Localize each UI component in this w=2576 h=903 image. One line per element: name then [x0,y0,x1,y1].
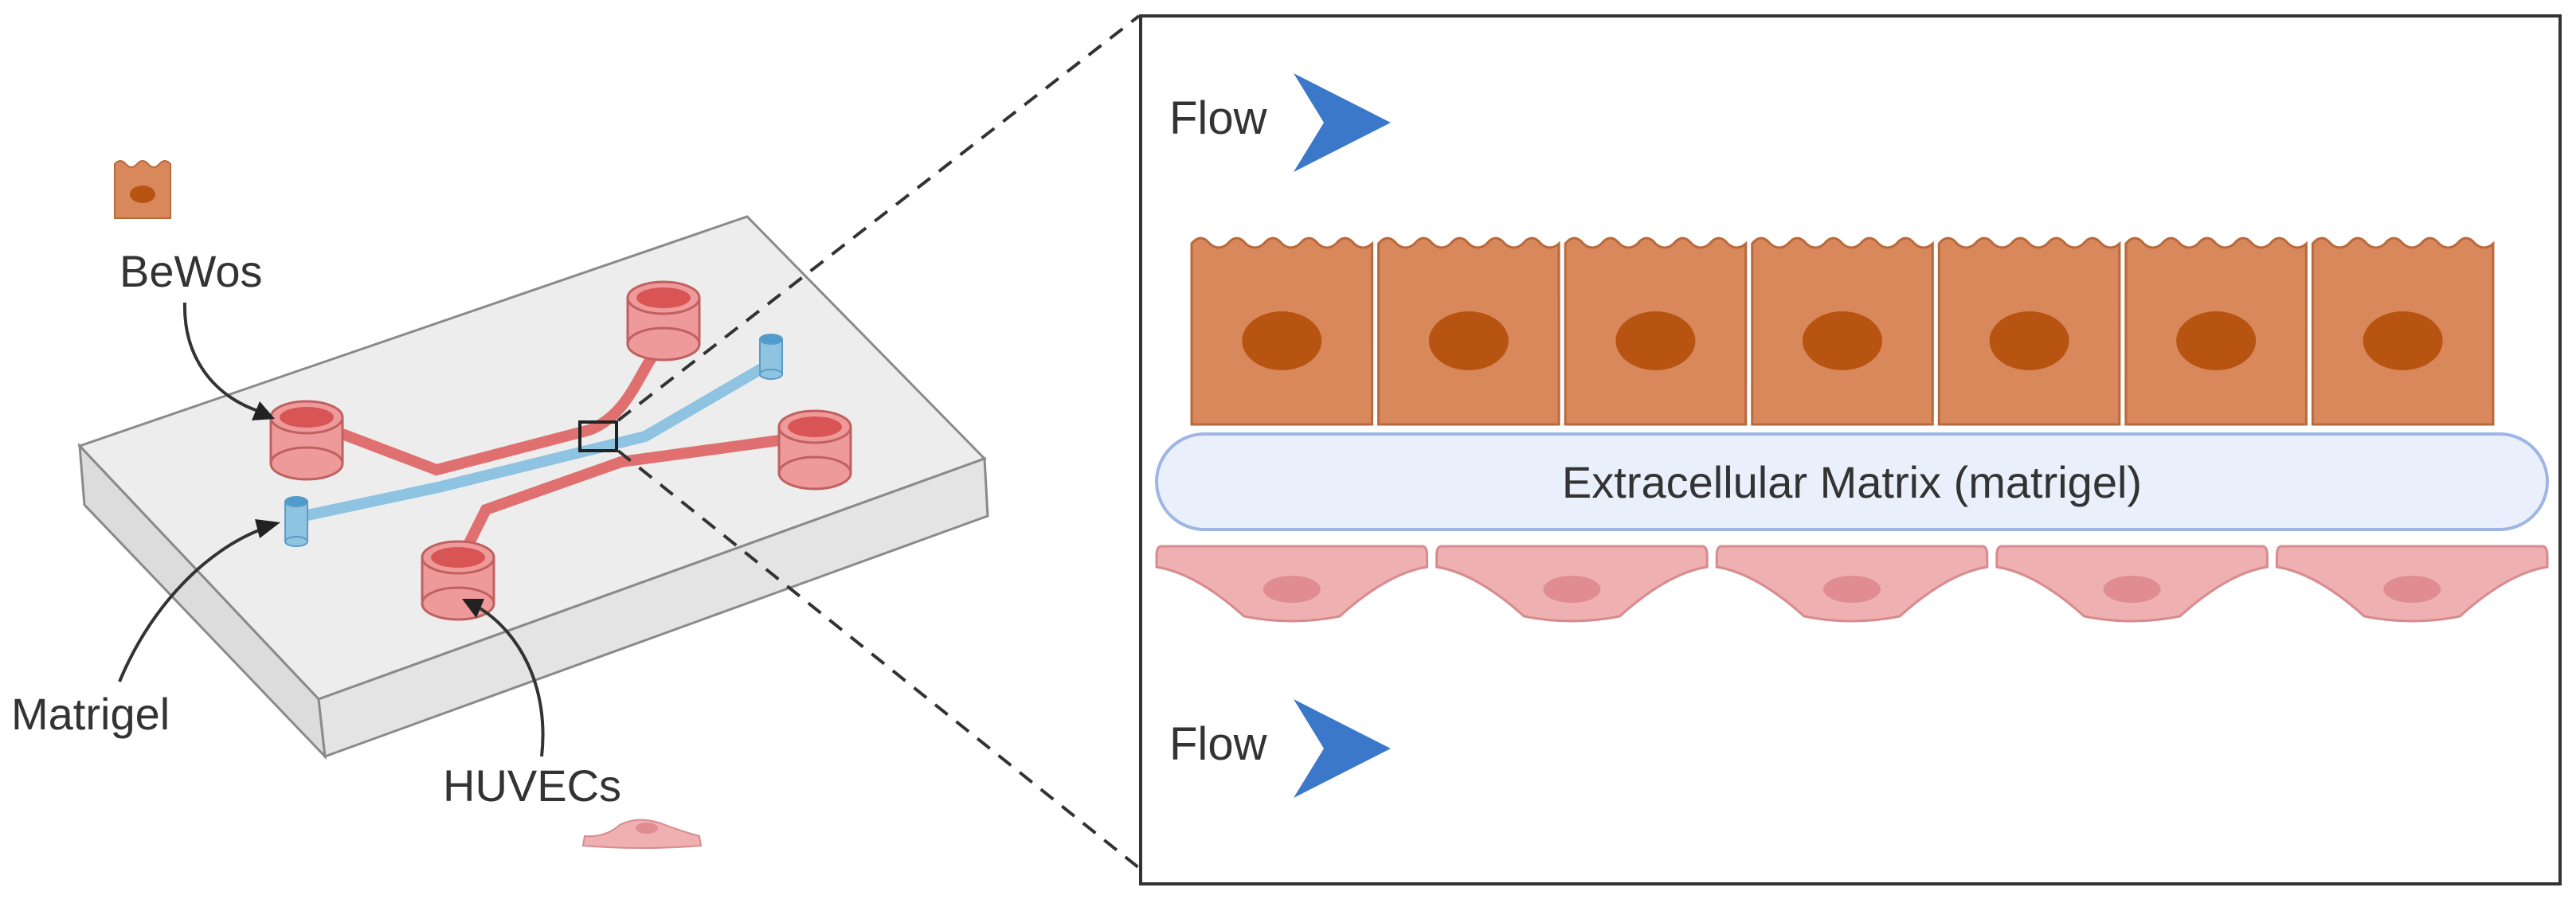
zoom-region-box [578,420,618,452]
flow-top-label: Flow [1169,92,1268,144]
flow-top-arrow-icon [1294,73,1391,172]
bewo-cell-icon [114,160,171,219]
ecm-layer [1155,432,2549,531]
bewo-nucleus [1803,311,1882,370]
bewo-nucleus [1615,311,1696,370]
bewo-nucleus [1428,311,1509,370]
bewo-nucleus [2363,311,2443,370]
huvec-nucleus [1543,576,1601,603]
microfluidic-chip [77,215,989,760]
port-bewo-outlet [626,280,701,362]
bewos-label: BeWos [119,246,262,296]
huvec-nucleus [1263,576,1321,603]
bewos-arrowhead [252,401,275,420]
huvecs-arrow [474,604,545,757]
matrigel-label: Matrigel [11,689,170,739]
zoom-line-top [617,14,1141,422]
huvec-nucleus [2103,576,2161,603]
flow-bottom-label: Flow [1169,718,1268,770]
matrigel-arrowhead [255,519,280,538]
bewo-nucleus [2176,311,2257,370]
port-huvec-outlet [777,409,852,491]
matrigel-channel [291,358,777,523]
huvec-cell-layer [1155,545,2549,623]
huvec-nucleus [1823,576,1881,603]
zoom-line-bottom [617,449,1141,870]
bewos-arrow [182,302,264,414]
ecm-label: Extracellular Matrix (matrigel) [1562,457,2142,507]
bewo-nucleus [1242,311,1322,370]
port-huvec-inlet [421,540,495,621]
bewo-nucleus [1989,311,2069,370]
huvec-channel [456,432,802,563]
bewo-cell-layer [1190,236,2495,426]
matrigel-arrow [118,527,264,682]
port-bewo-inlet [269,400,344,481]
huvec-nucleus [2383,576,2441,603]
chip-right-face [317,456,989,759]
port-matrigel-outlet [759,334,783,380]
huvecs-label: HUVECs [443,760,621,811]
huvecs-arrowhead [462,599,484,618]
huvec-cell-icon [581,819,703,849]
port-matrigel-inlet [284,496,308,547]
flow-bottom-arrow-icon [1294,699,1391,798]
